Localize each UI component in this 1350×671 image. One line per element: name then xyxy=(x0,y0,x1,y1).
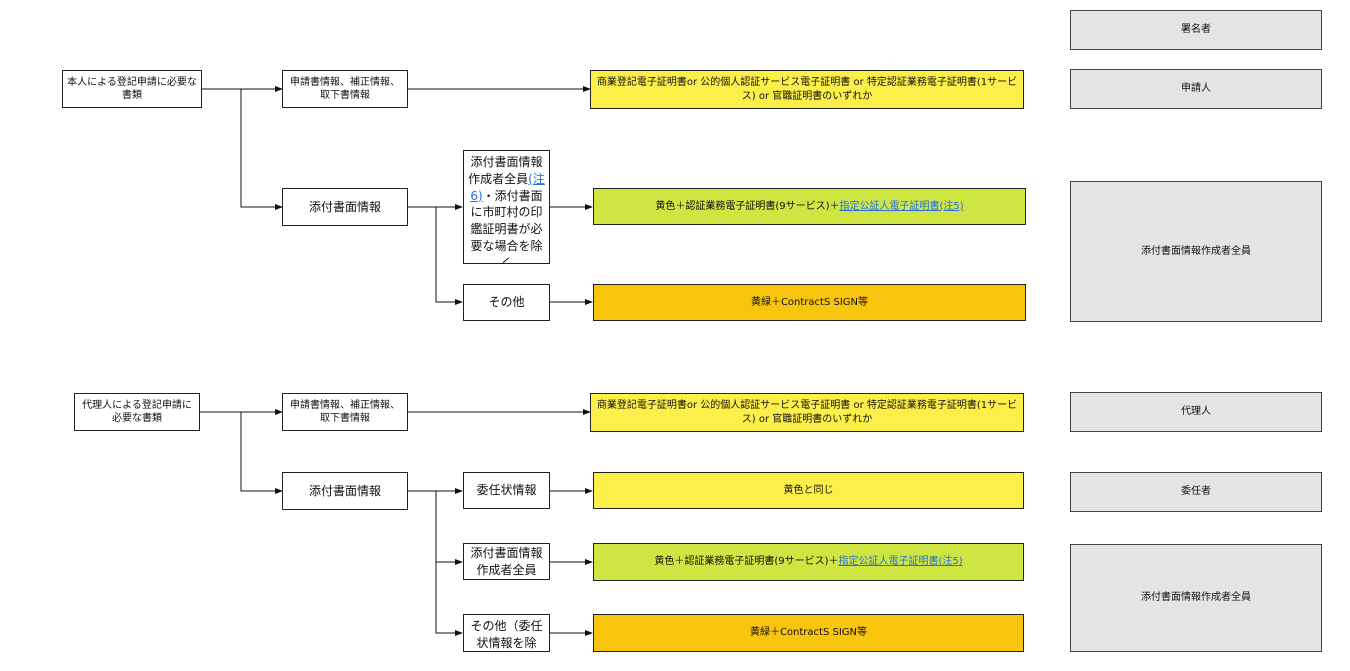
signer-attachment-creators-2: 添付書面情報作成者全員 xyxy=(1070,544,1322,652)
notary-cert-link-2[interactable]: 指定公証人電子証明書(注5) xyxy=(838,556,963,568)
note-6-link[interactable]: (注6) xyxy=(470,171,545,203)
attachment-creators-box-2: 添付書面情報作成者全員 xyxy=(463,543,550,580)
other-box-2: その他（委任状情報を除く） xyxy=(463,614,550,652)
cert-green-box-2: 黄色＋認証業務電子証明書(9サービス)＋指定公証人電子証明書(注5) xyxy=(593,543,1024,581)
cert-orange-box-2: 黄緑＋ContractS SIGN等 xyxy=(593,614,1024,652)
power-of-attorney-box: 委任状情報 xyxy=(463,472,550,509)
other-box: その他 xyxy=(463,284,550,321)
attachment-info-box: 添付書面情報 xyxy=(282,188,408,226)
cert-orange-box: 黄緑＋ContractS SIGN等 xyxy=(593,284,1026,321)
signer-agent: 代理人 xyxy=(1070,392,1322,432)
cert-green-box: 黄色＋認証業務電子証明書(9サービス)＋指定公証人電子証明書(注5) xyxy=(593,188,1026,225)
attachment-creators-box: 添付書面情報作成者全員(注6)・添付書面に市町村の印鑑証明書が必要な場合を除く xyxy=(463,150,550,264)
notary-cert-link[interactable]: 指定公証人電子証明書(注5) xyxy=(839,200,964,212)
cert-yellow-box: 商業登記電子証明書or 公的個人認証サービス電子証明書 or 特定認証業務電子証… xyxy=(590,70,1024,109)
cert-same-as-yellow-box: 黄色と同じ xyxy=(593,472,1024,509)
cert-yellow-box-2: 商業登記電子証明書or 公的個人認証サービス電子証明書 or 特定認証業務電子証… xyxy=(590,393,1024,432)
application-info-box-2: 申請書情報、補正情報、取下書情報 xyxy=(282,393,408,431)
signer-principal: 委任者 xyxy=(1070,472,1322,512)
root-self-application: 本人による登記申請に必要な書類 xyxy=(62,70,202,108)
root-agent-application: 代理人による登記申請に必要な書類 xyxy=(74,393,200,431)
signer-header: 署名者 xyxy=(1070,10,1322,50)
signer-applicant: 申請人 xyxy=(1070,69,1322,109)
attachment-info-box-2: 添付書面情報 xyxy=(282,472,408,510)
signer-attachment-creators: 添付書面情報作成者全員 xyxy=(1070,181,1322,322)
application-info-box: 申請書情報、補正情報、取下書情報 xyxy=(282,70,408,108)
attachment-creators-text: 添付書面情報作成者全員(注6)・添付書面に市町村の印鑑証明書が必要な場合を除く xyxy=(468,155,545,264)
